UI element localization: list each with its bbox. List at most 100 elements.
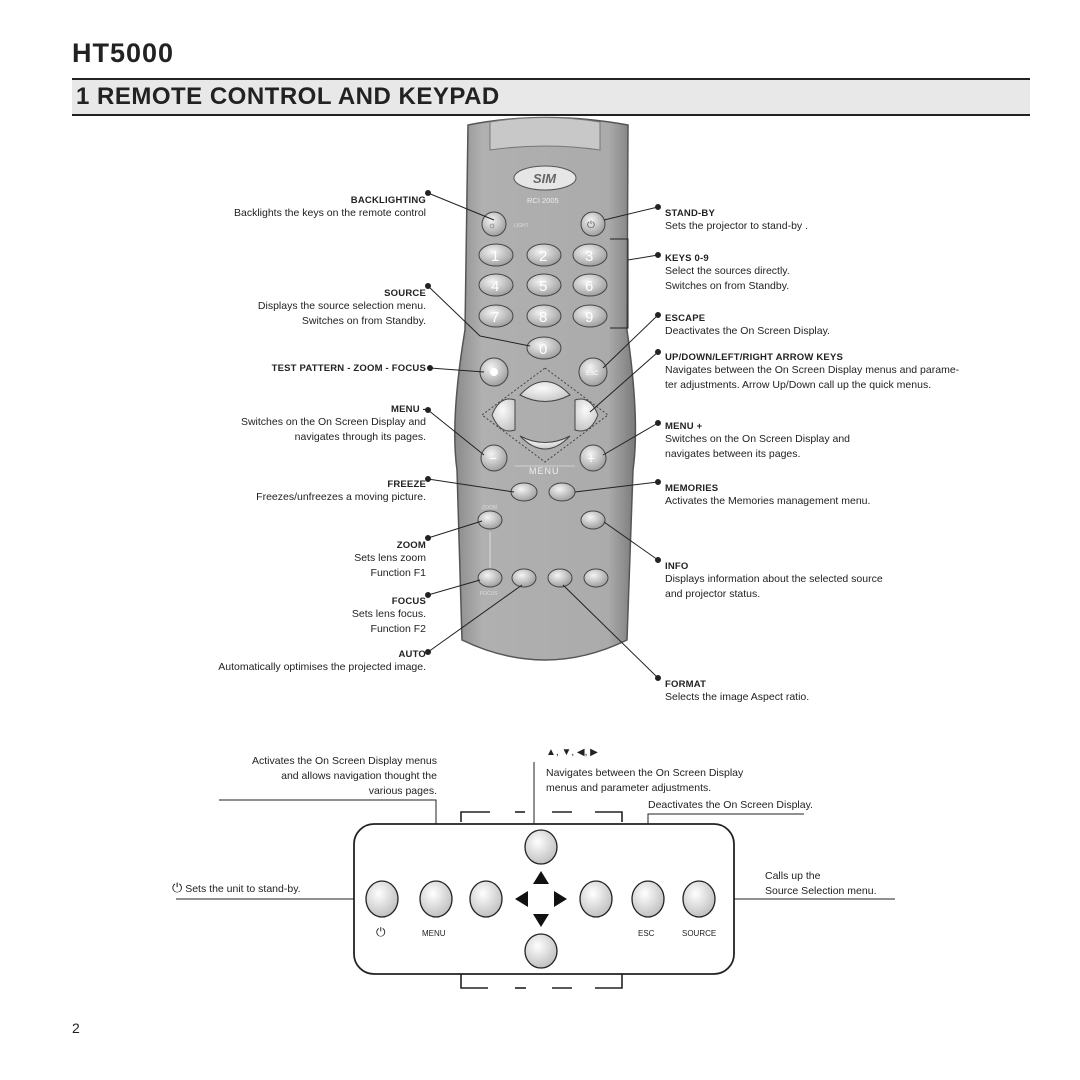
- esc-key-label: ESC: [586, 371, 599, 377]
- section-title: 1 REMOTE CONTROL AND KEYPAD: [76, 83, 500, 110]
- key-8: 8: [539, 309, 547, 326]
- auto-key: [511, 568, 537, 588]
- keypad-down-button: [524, 933, 558, 969]
- annotation-format: FORMAT Selects the image Aspect ratio.: [665, 679, 985, 705]
- annotation-label: MEMORIES: [665, 483, 719, 494]
- menu-label: MENU: [529, 466, 560, 476]
- format-key: [547, 568, 573, 588]
- svg-text:☼: ☼: [488, 220, 496, 230]
- section-header-bar: 1 REMOTE CONTROL AND KEYPAD: [72, 78, 1030, 116]
- annotation-test-pattern: TEST PATTERN - ZOOM - FOCUS: [126, 363, 426, 374]
- annotation-label: MENU -: [391, 404, 426, 415]
- right-arrow-key: [574, 398, 599, 432]
- left-arrow-key: [491, 398, 516, 432]
- note-line: Navigates between the On Screen Display: [546, 767, 744, 779]
- annotation-arrow-keys: UP/DOWN/LEFT/RIGHT ARROW KEYS Navigates …: [665, 352, 1025, 393]
- annotation-desc: Switches on from Standby.: [665, 280, 790, 292]
- key-4: 4: [491, 278, 499, 295]
- key-0: 0: [539, 341, 547, 358]
- annotation-desc: Function F1: [370, 567, 426, 579]
- annotation-focus: FOCUS Sets lens focus. Function F2: [126, 596, 426, 637]
- annotation-info: INFO Displays information about the sele…: [665, 561, 985, 602]
- keypad-source-button: [682, 880, 716, 918]
- note-line: Calls up the: [765, 870, 821, 882]
- annotation-desc: Sets lens zoom: [354, 552, 426, 564]
- info-key: [580, 510, 606, 530]
- note-line: various pages.: [368, 785, 437, 797]
- number-keypad: 1 2 3 4 5 6 7 8 9 0: [478, 243, 608, 360]
- keypad-power-label: ⏻: [376, 925, 386, 939]
- key-7: 7: [491, 309, 499, 326]
- key-3: 3: [585, 248, 593, 265]
- annotation-label: KEYS 0-9: [665, 253, 709, 264]
- annotation-label: TEST PATTERN - ZOOM - FOCUS: [271, 363, 426, 374]
- annotation-desc: Sets the projector to stand-by .: [665, 220, 808, 232]
- standby-key: [580, 211, 606, 237]
- light-key-label: LIGHT: [514, 223, 529, 229]
- keypad-standby-note: ⏻ Sets the unit to stand-by.: [172, 880, 301, 897]
- annotation-label: ESCAPE: [665, 313, 706, 324]
- annotation-standby: STAND-BY Sets the projector to stand-by …: [665, 208, 985, 234]
- zoom-key: [477, 510, 503, 530]
- keypad-source-note: Calls up the Source Selection menu.: [765, 869, 876, 899]
- down-arrow-icon: [533, 914, 549, 927]
- annotation-desc: Displays the source selection menu.: [257, 300, 426, 312]
- focus-key: [477, 568, 503, 588]
- annotation-label: STAND-BY: [665, 208, 715, 219]
- keypad-body: [353, 823, 735, 975]
- annotation-desc: Selects the image Aspect ratio.: [665, 691, 810, 703]
- svg-text:+: +: [587, 450, 595, 466]
- note-line: Sets the unit to stand-by.: [185, 883, 301, 895]
- annotation-escape: ESCAPE Deactivates the On Screen Display…: [665, 313, 985, 339]
- annotation-label: MENU +: [665, 421, 703, 432]
- svg-text:⏻: ⏻: [587, 220, 595, 231]
- annotation-freeze: FREEZE Freezes/unfreezes a moving pictur…: [126, 479, 426, 505]
- annotation-desc: Sets lens focus.: [351, 608, 426, 620]
- annotation-menu-minus: MENU - Switches on the On Screen Display…: [126, 404, 426, 445]
- annotation-source: SOURCE Displays the source selection men…: [126, 288, 426, 329]
- annotation-desc: Automatically optimises the projected im…: [218, 661, 426, 673]
- annotation-desc: Switches on the On Screen Display and: [665, 433, 851, 445]
- keypad-menu-note: Activates the On Screen Display menus an…: [177, 754, 437, 799]
- annotation-zoom: ZOOM Sets lens zoom Function F1: [126, 540, 426, 581]
- keypad-left-button: [469, 880, 503, 918]
- annotation-desc: navigates between its pages.: [665, 448, 801, 460]
- keypad-right-button: [579, 880, 613, 918]
- menu-minus-key: [480, 444, 508, 472]
- focus-key-label: FOCUS: [480, 591, 498, 597]
- power-icon: ⏻: [172, 880, 183, 895]
- annotation-memories: MEMORIES Activates the Memories manageme…: [665, 483, 985, 509]
- key-1: 1: [491, 248, 499, 265]
- annotation-desc: Navigates between the On Screen Display …: [665, 364, 960, 376]
- left-arrow-icon: [515, 891, 528, 907]
- annotation-desc: Switches on from Standby.: [301, 315, 426, 327]
- key-2: 2: [539, 248, 547, 265]
- keypad-menu-button: [419, 880, 453, 918]
- annotation-label: FOCUS: [391, 596, 426, 607]
- svg-text:−: −: [489, 450, 497, 466]
- annotation-auto: AUTO Automatically optimises the project…: [86, 649, 426, 675]
- arrow-pad-outline: [481, 367, 609, 463]
- annotation-label: AUTO: [398, 649, 426, 660]
- keypad-esc-button: [631, 880, 665, 918]
- annotation-desc: Freezes/unfreezes a moving picture.: [256, 491, 426, 503]
- esc-key: [578, 357, 608, 387]
- annotation-desc: Activates the Memories management menu.: [665, 495, 871, 507]
- annotation-backlighting: BACKLIGHTING Backlights the keys on the …: [126, 195, 426, 221]
- annotation-desc: navigates through its pages.: [294, 431, 426, 443]
- annotation-desc: and projector status.: [665, 588, 761, 600]
- annotation-menu-plus: MENU + Switches on the On Screen Display…: [665, 421, 985, 462]
- annotation-label: BACKLIGHTING: [350, 195, 426, 206]
- annotation-desc: ter adjustments. Arrow Up/Down call up t…: [665, 379, 932, 391]
- keypad-menu-label: MENU: [422, 929, 446, 938]
- right-arrow-icon: [554, 891, 567, 907]
- annotation-keys-0-9: KEYS 0-9 Select the sources directly. Sw…: [665, 253, 985, 294]
- keypad-source-label: SOURCE: [682, 929, 716, 938]
- note-line: menus and parameter adjustments.: [546, 782, 712, 794]
- up-arrow-icon: [533, 871, 549, 884]
- annotation-label: SOURCE: [384, 288, 426, 299]
- key-5: 5: [539, 278, 547, 295]
- key-9: 9: [585, 309, 593, 326]
